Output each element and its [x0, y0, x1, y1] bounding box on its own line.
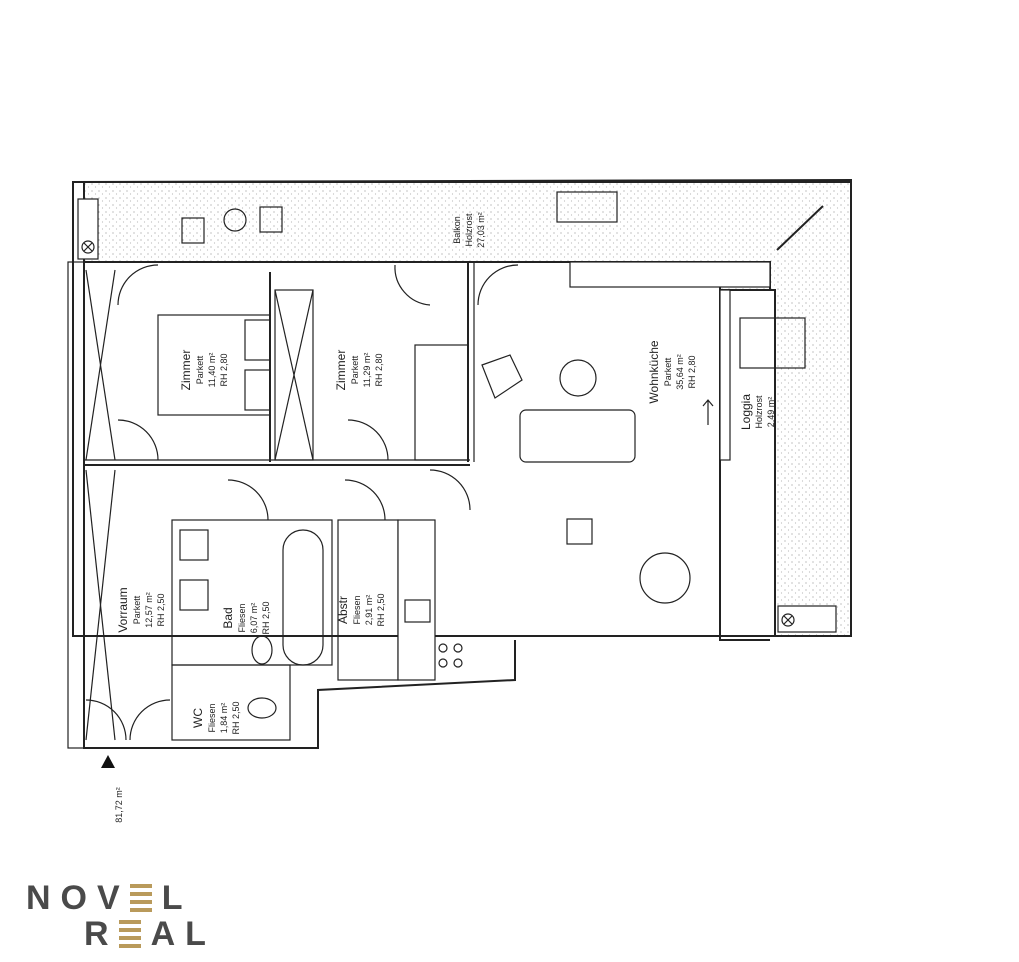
room-label-loggia: Loggia Holzrost 2,49 m² — [739, 394, 776, 430]
doors — [85, 264, 519, 741]
room-floor: Parkett — [663, 357, 673, 386]
room-name: WC — [191, 708, 205, 728]
room-name: Zimmer — [334, 350, 348, 391]
room-label-balkon: Balkon Holzrost 27,03 m² — [452, 212, 486, 248]
room-height: RH 2,50 — [156, 593, 166, 626]
logo-e-bars — [118, 920, 141, 948]
room-name: Wohnküche — [647, 340, 661, 403]
room-label-bad: Bad Fliesen 6,07 m² RH 2,50 — [221, 601, 271, 634]
room-height: RH 2,50 — [376, 593, 386, 626]
room-name: Balkon — [452, 216, 462, 244]
entrance-arrow-icon — [101, 755, 115, 768]
room-height: RH 2,80 — [687, 355, 697, 388]
room-area: 6,07 m² — [249, 603, 259, 634]
room-floor: Fliesen — [207, 703, 217, 732]
room-area: 11,29 m² — [362, 353, 372, 388]
x-marks — [81, 240, 795, 627]
room-height: RH 2,50 — [261, 601, 271, 634]
room-floor: Parkett — [132, 595, 142, 624]
logo-e-bars — [129, 884, 152, 912]
room-area: 2,49 m² — [766, 397, 776, 428]
room-height: RH 2,50 — [231, 701, 241, 734]
room-name: Zimmer — [179, 350, 193, 391]
room-label-wohnkueche: Wohnküche Parkett 35,64 m² RH 2,80 — [647, 340, 697, 403]
logo-text-real: R — [84, 915, 119, 953]
arrow-icon — [702, 399, 714, 425]
room-area: 35,64 m² — [675, 354, 685, 390]
room-name: Loggia — [739, 394, 753, 430]
room-area: 2,91 m² — [364, 595, 374, 626]
room-floor: Parkett — [195, 355, 205, 384]
furniture — [157, 191, 806, 719]
room-area: 1,84 m² — [219, 703, 229, 734]
room-floor: Parkett — [350, 355, 360, 384]
room-floor: Holzrost — [754, 395, 764, 429]
total-area-label: 81,72 m² — [114, 787, 124, 823]
room-height: RH 2,80 — [374, 353, 384, 386]
room-floor: Fliesen — [237, 603, 247, 632]
room-label-abstr: Abstr Fliesen 2,91 m² RH 2,50 — [336, 593, 386, 626]
balcony-area — [72, 178, 852, 637]
room-label-zimmer-2: Zimmer Parkett 11,29 m² RH 2,80 — [334, 350, 384, 391]
room-area: 12,57 m² — [144, 592, 154, 628]
room-label-vorraum: Vorraum Parkett 12,57 m² RH 2,50 — [116, 587, 166, 632]
room-label-wc: WC Fliesen 1,84 m² RH 2,50 — [191, 701, 241, 734]
total-area: 81,72 m² — [114, 787, 124, 823]
room-height: RH 2,80 — [219, 353, 229, 386]
room-name: Vorraum — [116, 587, 130, 632]
room-area: 11,40 m² — [207, 353, 217, 388]
room-area: 27,03 m² — [476, 212, 486, 248]
room-floor: Holzrost — [464, 213, 474, 247]
room-label-zimmer-1: Zimmer Parkett 11,40 m² RH 2,80 — [179, 350, 229, 391]
room-name: Abstr — [336, 596, 350, 624]
room-name: Bad — [221, 607, 235, 628]
room-floor: Fliesen — [352, 595, 362, 624]
logo-text-novel: NOV — [26, 879, 130, 917]
walls — [67, 198, 837, 749]
